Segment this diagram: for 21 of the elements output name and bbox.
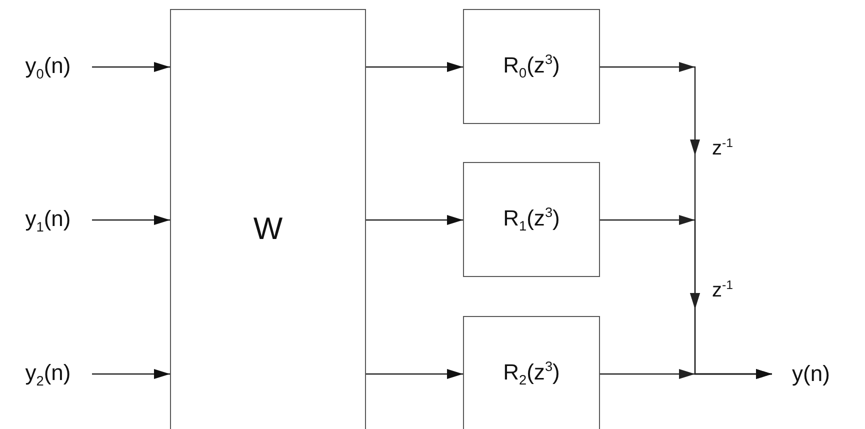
arrow (366, 215, 463, 225)
block-text: y(n) (792, 361, 830, 387)
block-text: R$_{1}$(z$^{3}$) (503, 205, 560, 234)
arrow (366, 369, 463, 379)
arrow (92, 62, 170, 72)
arrow (92, 215, 170, 225)
block-text: R$_{2}$(z$^{3}$) (503, 359, 560, 388)
delay-label: z$^{-1}$ (712, 136, 734, 161)
block-text: y$_{2}$(n) (25, 360, 71, 388)
delay-label: z$^{-1}$ (712, 278, 734, 303)
process-block (463, 9, 600, 124)
block-text: R$_{0}$(z$^{3}$) (503, 52, 560, 81)
block-text: y$_{0}$(n) (25, 52, 71, 82)
process-block (463, 316, 600, 429)
process-block (463, 162, 600, 277)
arrow (600, 369, 772, 379)
process-block (170, 9, 366, 429)
arrow (92, 369, 170, 379)
block-text: W (253, 211, 283, 247)
arrow (366, 62, 463, 72)
block-text: y$_{1}$(n) (25, 206, 71, 234)
